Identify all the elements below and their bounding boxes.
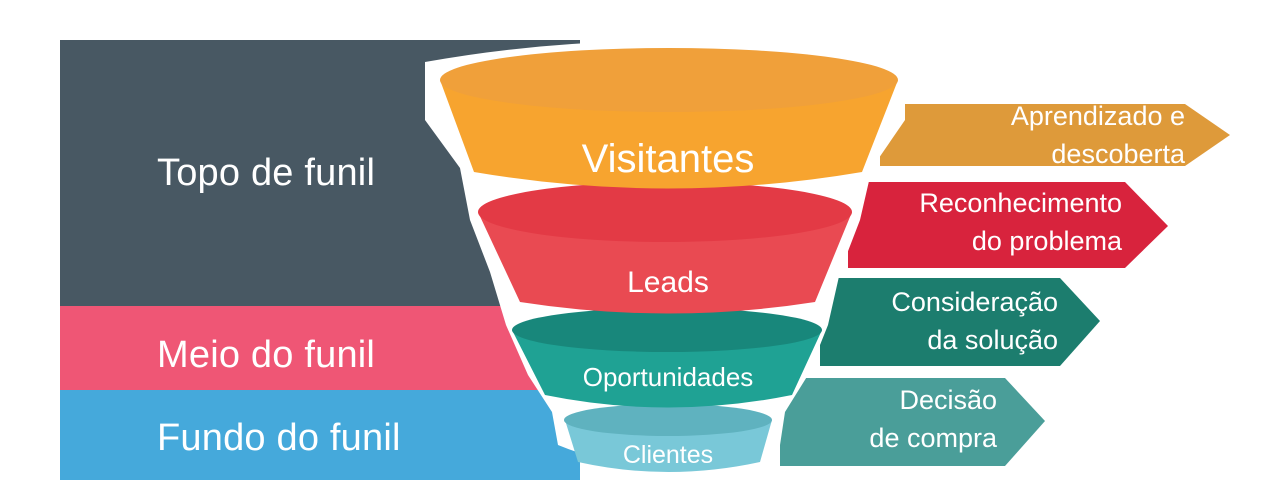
funnel-rim-leads	[478, 182, 852, 242]
journey-line: Consideração	[891, 287, 1058, 317]
journey-aprendizado-descoberta: Aprendizado e descoberta	[1011, 97, 1185, 173]
journey-decisao-compra: Decisão de compra	[869, 381, 997, 457]
journey-line: Aprendizado e	[1010, 101, 1185, 131]
stage-label-oportunidades: Oportunidades	[582, 362, 754, 392]
journey-line: de compra	[869, 423, 997, 453]
journey-reconhecimento-problema: Reconhecimento do problema	[919, 184, 1122, 260]
journey-line: da solução	[927, 325, 1058, 355]
stage-label-clientes: Clientes	[622, 441, 714, 469]
journey-consideracao-solucao: Consideração da solução	[891, 283, 1058, 359]
journey-line: Decisão	[899, 385, 997, 415]
label-meio-do-funil: Meio do funil	[157, 334, 376, 376]
arrow-decisao	[780, 378, 1045, 466]
funnel-rim-clientes	[564, 404, 772, 436]
journey-line: do problema	[971, 226, 1122, 256]
funnel-rim-visitantes	[440, 48, 898, 112]
stage-label-leads: Leads	[627, 266, 709, 299]
funnel-stage-oportunidades	[512, 330, 822, 408]
band-meio-do-funil	[60, 306, 580, 390]
arrow-aprendizado	[880, 104, 1230, 166]
label-topo-de-funil: Topo de funil	[157, 152, 376, 194]
label-fundo-do-funil: Fundo do funil	[157, 417, 401, 459]
stage-label-visitantes: Visitantes	[581, 137, 755, 181]
arrow-consideracao	[820, 278, 1100, 366]
band-fundo-do-funil	[60, 390, 580, 480]
journey-line: descoberta	[1051, 139, 1185, 169]
funnel-rim-oportunidades	[512, 308, 822, 352]
arrow-reconhecimento	[848, 182, 1168, 268]
journey-line: Reconhecimento	[919, 188, 1122, 218]
